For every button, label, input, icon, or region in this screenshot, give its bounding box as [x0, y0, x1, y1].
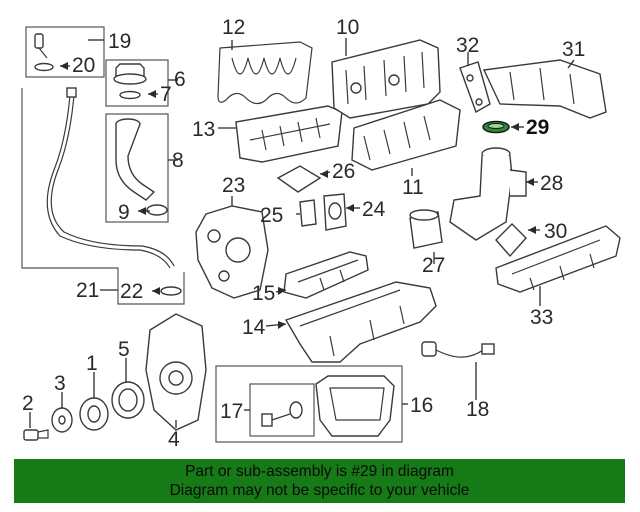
callout-25: 25 — [260, 204, 283, 227]
callout-3: 3 — [54, 372, 66, 395]
callout-23: 23 — [222, 174, 245, 197]
callout-18: 18 — [466, 398, 489, 421]
part-thermostat-gasket — [276, 165, 322, 193]
callout-28: 28 — [540, 172, 563, 195]
part-oil-pan-upper — [284, 281, 437, 363]
callout-26: 26 — [332, 160, 355, 183]
part-harmonic-balancer — [79, 397, 109, 431]
part-oil-pan-baffle — [283, 251, 369, 299]
part-exhaust-manifold — [482, 59, 607, 119]
part-front-seal — [111, 381, 145, 419]
group-box-19 — [25, 26, 105, 78]
callout-16: 16 — [410, 394, 433, 417]
callout-31: 31 — [562, 38, 585, 61]
part-oil-dipstick — [46, 87, 182, 296]
banner-line-2: Diagram may not be specific to your vehi… — [169, 482, 470, 499]
arrow-icon — [528, 226, 536, 234]
callout-9: 9 — [118, 201, 130, 224]
callout-7: 7 — [160, 83, 172, 106]
banner-line-1: Part or sub-assembly is #29 in diagram — [185, 463, 454, 480]
callout-2: 2 — [22, 392, 34, 415]
arrow-icon — [526, 178, 534, 186]
part-balancer-bolt — [23, 429, 49, 441]
part-oil-pan-lower — [315, 375, 395, 437]
part-oil-fill-cap — [113, 63, 147, 100]
group-box-17 — [249, 383, 315, 437]
part-oil-fill-tube — [115, 118, 168, 216]
part-dipstick-cap — [34, 33, 54, 72]
callout-29: 29 — [526, 116, 549, 139]
callout-5: 5 — [118, 338, 130, 361]
callout-20: 20 — [72, 54, 95, 77]
group-box-6 — [105, 59, 169, 107]
arrow-icon — [511, 123, 519, 131]
callout-32: 32 — [456, 34, 479, 57]
callout-6: 6 — [174, 68, 186, 91]
callout-30: 30 — [544, 220, 567, 243]
callout-24: 24 — [362, 198, 386, 221]
arrow-icon — [148, 90, 156, 98]
callout-8: 8 — [172, 149, 184, 172]
callout-21: 21 — [76, 279, 99, 302]
part-valley-cover — [495, 225, 621, 293]
part-cover-gasket — [495, 223, 527, 258]
part-drain-plug — [261, 401, 303, 427]
arrow-icon — [60, 62, 68, 70]
callout-12: 12 — [222, 16, 245, 39]
arrow-icon — [346, 204, 354, 212]
arrowheads — [60, 62, 536, 329]
callout-14: 14 — [242, 316, 266, 339]
callout-15: 15 — [252, 282, 275, 305]
group-box-8 — [105, 113, 169, 223]
part-oil-level-sensor — [421, 341, 495, 358]
arrow-icon — [320, 170, 328, 178]
callout-13: 13 — [192, 118, 215, 141]
part-turbo-inlet-duct — [449, 147, 527, 241]
callout-19: 19 — [108, 30, 131, 53]
part-intake-manifold-lower — [351, 99, 461, 171]
arrow-icon — [278, 287, 286, 295]
arrow-icon — [152, 287, 160, 295]
callout-10: 10 — [336, 16, 359, 39]
callout-4: 4 — [168, 428, 180, 451]
part-oil-pump — [195, 205, 269, 299]
info-banner: Part or sub-assembly is #29 in diagram D… — [14, 459, 625, 503]
part-thermostat-housing — [299, 193, 347, 231]
part-timing-cover — [145, 313, 207, 431]
arrow-icon — [278, 321, 286, 329]
callout-33: 33 — [530, 306, 553, 329]
arrow-icon — [138, 207, 146, 215]
callout-11: 11 — [402, 176, 424, 199]
part-exhaust-gasket — [459, 61, 491, 114]
callout-27: 27 — [422, 254, 445, 277]
callout-22: 22 — [120, 280, 143, 303]
part-intake-manifold — [331, 39, 441, 119]
callout-1: 1 — [86, 352, 98, 375]
leader-lines — [29, 38, 575, 428]
part-valve-cover-gasket — [217, 41, 313, 105]
callout-17: 17 — [220, 400, 243, 423]
part-valve-cover — [235, 105, 343, 163]
group-box-21 — [21, 88, 185, 305]
part-oil-filter — [409, 209, 443, 249]
part-washer — [51, 407, 73, 433]
part-29-gasket-highlighted — [482, 120, 510, 134]
